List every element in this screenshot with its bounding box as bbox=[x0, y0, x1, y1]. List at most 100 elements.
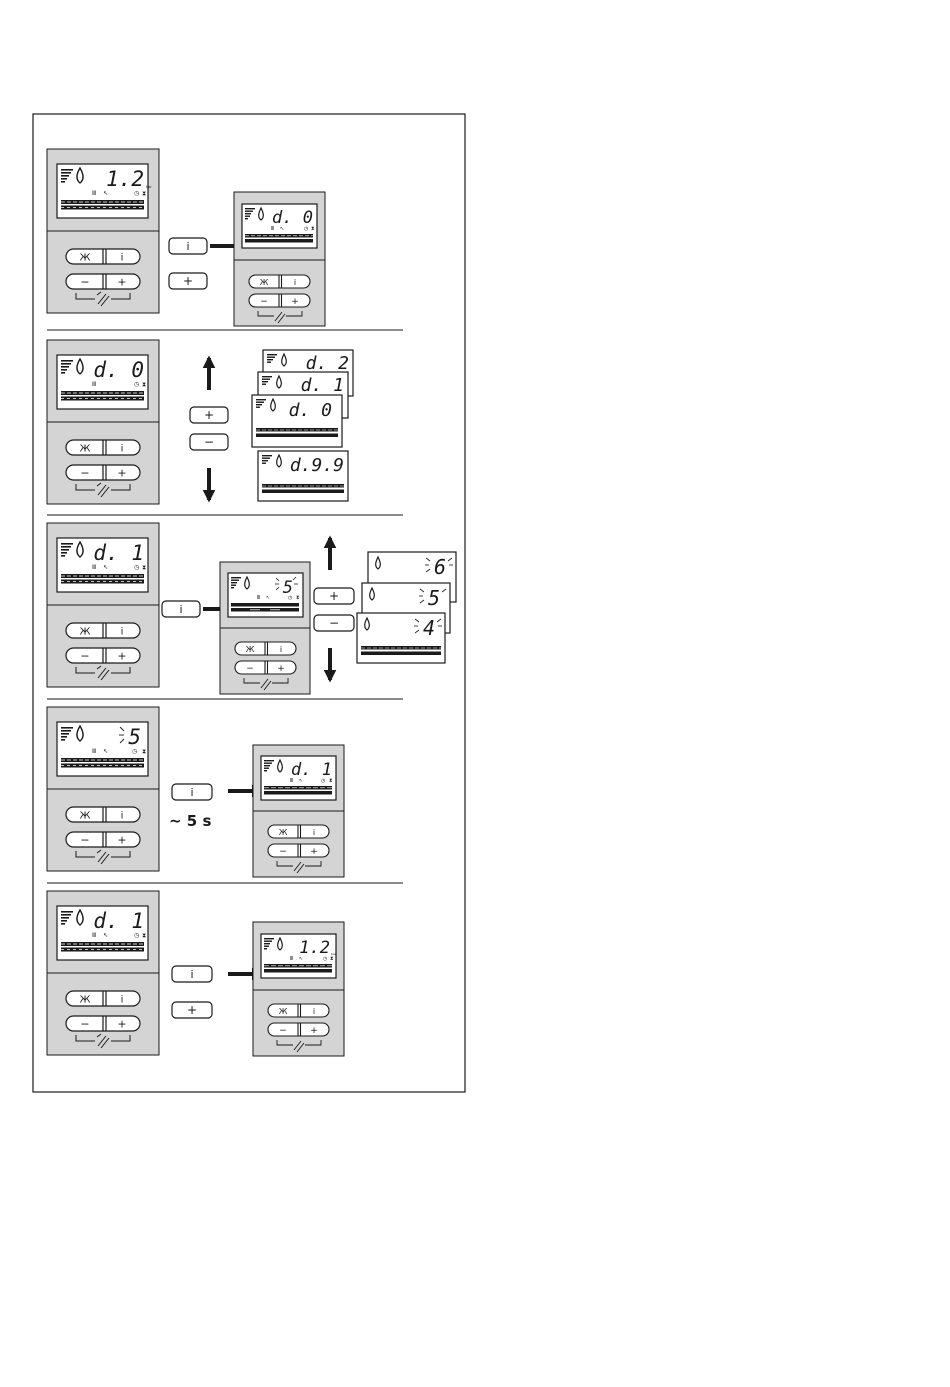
hourglass-icon: ⧗ bbox=[311, 226, 315, 232]
svg-text:i: i bbox=[313, 828, 315, 837]
lcd-value: 1.2 bbox=[106, 167, 144, 191]
svg-text:Ж: Ж bbox=[279, 828, 288, 837]
minus-plus-button[interactable]: −+ bbox=[249, 294, 310, 307]
svg-text:+: + bbox=[187, 1003, 197, 1017]
clock-icon: ◷ bbox=[323, 956, 328, 962]
minus-plus-button[interactable]: −+ bbox=[66, 465, 140, 480]
result-panel: d. 1 Ⅲ ↖ ◷ ⧗ Жi −+ bbox=[253, 745, 344, 877]
lcd-value: d.9.9 bbox=[290, 455, 344, 476]
svg-text:+: + bbox=[277, 664, 285, 674]
svg-text:Ж: Ж bbox=[246, 645, 255, 654]
svg-text:i: i bbox=[190, 786, 193, 799]
press-minus-button[interactable]: − bbox=[314, 615, 354, 631]
svg-text:+: + bbox=[117, 650, 126, 663]
svg-text:−: − bbox=[80, 467, 89, 480]
clock-icon: ◷ bbox=[304, 226, 309, 232]
minus-plus-button[interactable]: −+ bbox=[235, 661, 296, 674]
tap-icon: ↖ bbox=[299, 956, 303, 962]
minus-plus-button[interactable]: −+ bbox=[66, 648, 140, 663]
svg-text:−: − bbox=[279, 1026, 287, 1036]
minus-plus-button[interactable]: −+ bbox=[66, 274, 140, 289]
step-3: d. 1 Ⅲ ↖ ◷ ⧗ Жi −+ i 5 Ⅲ ↖ ◷ ⧗ Жi − bbox=[47, 523, 456, 694]
radiator-icon: Ⅲ bbox=[290, 956, 293, 962]
svg-text:−: − bbox=[204, 435, 214, 449]
minus-plus-button[interactable]: −+ bbox=[268, 844, 329, 857]
radiator-icon: Ⅲ bbox=[92, 381, 96, 388]
press-info-button[interactable]: i bbox=[162, 601, 200, 617]
screen-stack: 6 5 4 bbox=[357, 552, 456, 663]
lcd-value: d. 1 bbox=[93, 541, 144, 565]
svg-text:+: + bbox=[117, 276, 126, 289]
radiator-icon: Ⅲ bbox=[290, 778, 293, 784]
hourglass-icon: ⧗ bbox=[142, 932, 146, 939]
svg-text:Ж: Ж bbox=[260, 278, 269, 287]
tap-icon: ↖ bbox=[103, 190, 108, 197]
press-minus-button[interactable]: − bbox=[190, 434, 228, 450]
press-info-button[interactable]: i bbox=[169, 238, 207, 254]
hold-duration-note: ~ 5 s bbox=[169, 812, 211, 830]
step-5: d. 1 Ⅲ ↖ ◷ ⧗ Жi −+ i + 1.2 bar Ⅲ ↖ ◷ ⧗ Ж… bbox=[47, 891, 344, 1056]
svg-text:i: i bbox=[121, 253, 124, 264]
hourglass-icon: ⧗ bbox=[142, 381, 146, 388]
radiator-icon: Ⅲ bbox=[257, 595, 260, 601]
tap-icon: ↖ bbox=[280, 226, 284, 232]
press-info-button[interactable]: i bbox=[172, 784, 212, 800]
press-plus-button[interactable]: + bbox=[169, 273, 207, 289]
press-plus-button[interactable]: + bbox=[172, 1002, 212, 1018]
lcd-value: d. 2 bbox=[306, 353, 349, 374]
svg-text:+: + bbox=[329, 589, 339, 603]
minus-plus-button[interactable]: −+ bbox=[268, 1023, 329, 1036]
minus-plus-button[interactable]: −+ bbox=[66, 832, 140, 847]
svg-text:−: − bbox=[246, 664, 254, 674]
minus-plus-button[interactable]: −+ bbox=[66, 1016, 140, 1031]
press-info-button[interactable]: i bbox=[172, 966, 212, 982]
hourglass-icon: ⧗ bbox=[329, 778, 333, 784]
svg-text:i: i bbox=[313, 1007, 315, 1016]
radiator-icon: Ⅲ bbox=[92, 564, 96, 571]
control-panel: 1.2 bar Ⅲ ↖ ◷ ⧗ Жi −+ bbox=[47, 149, 159, 313]
svg-text:i: i bbox=[280, 645, 282, 654]
result-panel: 1.2 bar Ⅲ ↖ ◷ ⧗ Жi −+ bbox=[253, 922, 344, 1056]
press-plus-button[interactable]: + bbox=[314, 588, 354, 604]
tap-icon: ↖ bbox=[103, 748, 108, 755]
svg-text:+: + bbox=[310, 847, 318, 857]
radiator-icon: Ⅲ bbox=[92, 748, 96, 755]
lcd-value: d. 1 bbox=[301, 375, 344, 396]
svg-text:Ж: Ж bbox=[80, 627, 91, 638]
tap-icon: ↖ bbox=[103, 932, 108, 939]
svg-text:−: − bbox=[279, 847, 287, 857]
screen-stack: d. 2 d. 1 d. 0 d.9.9 bbox=[252, 350, 353, 501]
svg-text:i: i bbox=[294, 278, 296, 287]
tap-icon: ↖ bbox=[299, 778, 303, 784]
lcd-value: d. 1 bbox=[93, 909, 144, 933]
svg-text:Ж: Ж bbox=[80, 995, 91, 1006]
svg-text:−: − bbox=[80, 1018, 89, 1031]
clock-icon: ◷ bbox=[134, 932, 139, 939]
svg-text:+: + bbox=[204, 408, 214, 422]
radiator-icon: Ⅲ bbox=[271, 226, 274, 232]
svg-text:i: i bbox=[179, 603, 182, 616]
svg-text:−: − bbox=[80, 650, 89, 663]
press-plus-button[interactable]: + bbox=[190, 407, 228, 423]
radiator-icon: Ⅲ bbox=[92, 190, 96, 197]
svg-text:i: i bbox=[186, 240, 189, 253]
stacked-screen: 4 bbox=[357, 613, 445, 663]
lcd-value: 5 bbox=[128, 725, 141, 749]
hourglass-icon: ⧗ bbox=[330, 956, 334, 962]
control-panel: d. 1 Ⅲ ↖ ◷ ⧗ Жi −+ bbox=[47, 523, 159, 687]
clock-icon: ◷ bbox=[134, 564, 139, 571]
clock-icon: ◷ bbox=[134, 190, 139, 197]
